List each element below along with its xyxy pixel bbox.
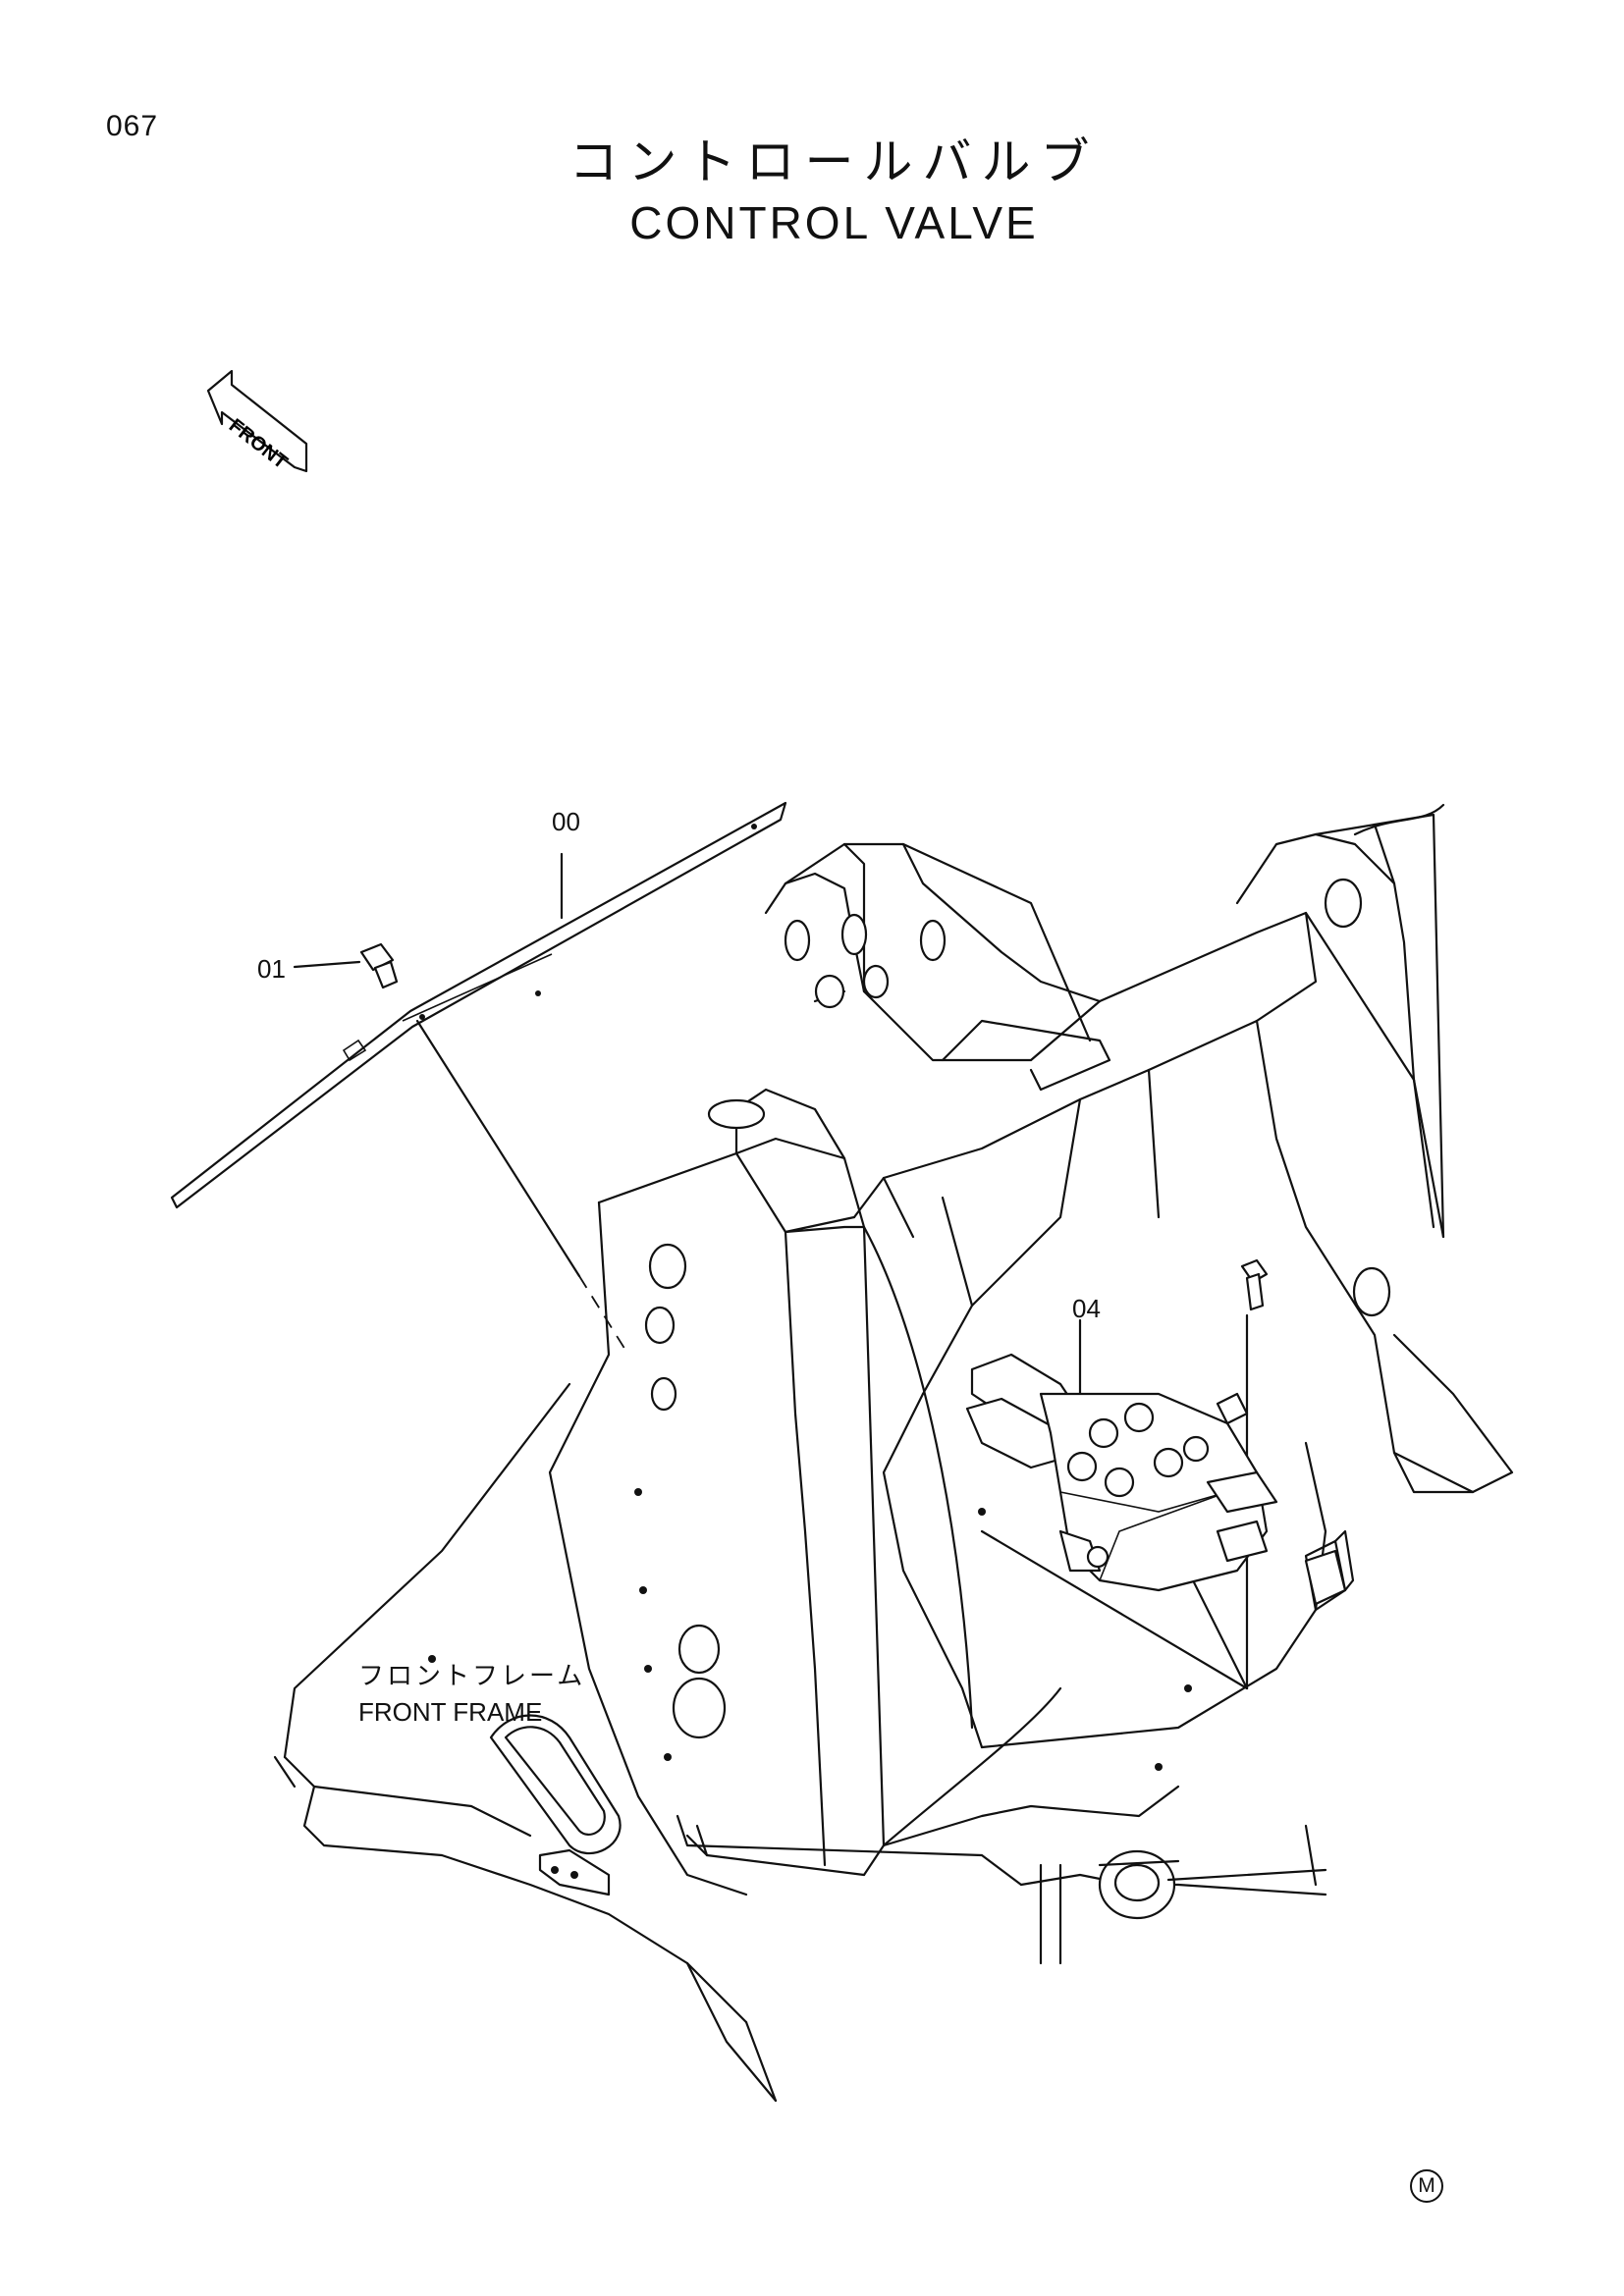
front-frame-label-japanese: フロントフレーム <box>358 1662 586 1691</box>
front-frame-label-english: FRONT FRAME <box>358 1697 543 1727</box>
title-japanese: コントロールバルブ <box>568 133 1100 190</box>
front-frame-label: フロントフレーム FRONT FRAME <box>358 1659 585 1730</box>
callout-00: 00 <box>552 807 580 836</box>
leader-line-01 <box>293 960 361 969</box>
cover-plate-00 <box>170 801 787 1209</box>
frame-block <box>1304 1549 1347 1606</box>
callout-04: 04 <box>1072 1294 1101 1323</box>
control-valve-04 <box>965 1258 1278 1592</box>
install-path-valve-mount <box>980 1529 1249 1690</box>
install-path-bolt-hidden <box>578 1275 629 1356</box>
title-english: CONTROL VALVE <box>629 197 1039 248</box>
page-number: 067 <box>106 110 159 142</box>
bolt-01 <box>359 942 399 989</box>
install-path-bolt <box>415 1019 581 1278</box>
front-frame <box>273 803 1514 2103</box>
callout-01: 01 <box>257 954 286 984</box>
diagram-title: コントロールバルブ CONTROL VALVE <box>0 133 1624 252</box>
front-direction-arrow: FRONT <box>206 369 308 473</box>
revision-mark: M <box>1410 2169 1443 2203</box>
